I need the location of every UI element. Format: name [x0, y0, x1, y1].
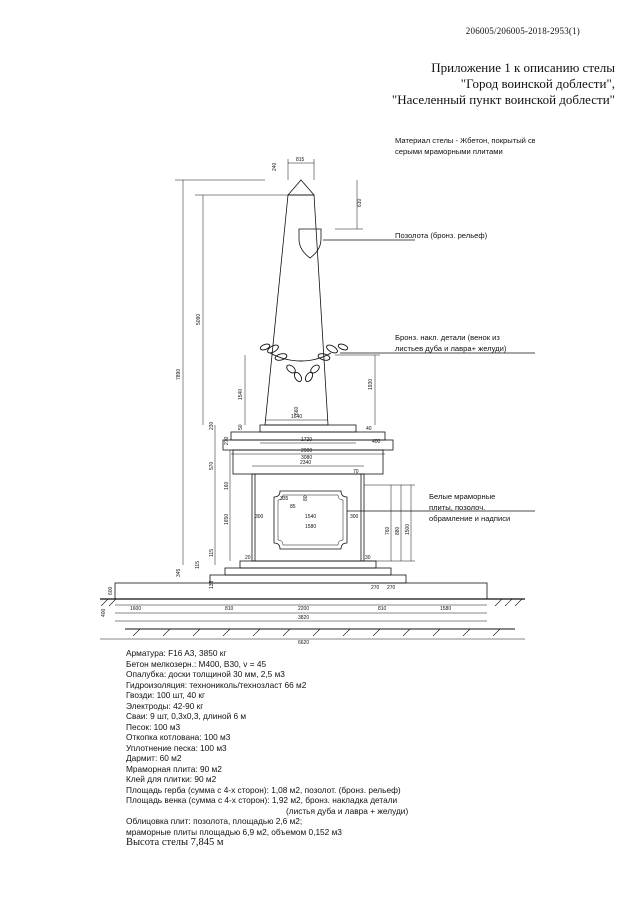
dim-shaft-base-width: 1640 — [291, 414, 302, 420]
dim-side-300-right: 300 — [350, 514, 359, 520]
dimension-lines — [100, 159, 525, 640]
dim-total-height: 7890 — [176, 369, 182, 380]
dim-plinth-2200: 2200 — [298, 606, 309, 612]
callout-gilding: Позолота (бронз. рельеф) — [395, 231, 488, 240]
spec-line: Опалубка: доски толщиной 30 мм, 2,5 м3 — [126, 669, 285, 679]
coat-of-arms-shield — [298, 228, 322, 259]
callout-marble-line-3: обрамление и надписи — [429, 514, 510, 523]
spec-line: Мраморная плита: 90 м2 — [126, 763, 222, 774]
spec-line: Гидроизоляция: технониколь/технозласт 66… — [126, 679, 307, 690]
appendix-header: Приложение 1 к описанию стелы "Город вои… — [315, 60, 615, 108]
marble-panel-frame — [273, 490, 348, 550]
dim-panel-1500: 1500 — [405, 524, 411, 535]
document-number: 206005/206005-2018-2953(1) — [465, 26, 580, 36]
dim-step-20: 20 — [245, 555, 251, 561]
dim-shaft-lower: 1540 — [238, 389, 244, 400]
dim-h-345: 345 — [176, 568, 182, 577]
spec-line: Откопка котлована: 100 м3 — [126, 732, 231, 742]
dim-cornice-top: 2900 — [301, 448, 312, 454]
spec-wreath-continuation: (листья дуба и лавра + желуди) — [286, 805, 409, 816]
spec-cladding-line-2: мраморные плиты площадью 6,9 м2, объемом… — [126, 826, 342, 837]
dim-small-40: 40 — [366, 426, 372, 432]
step-1 — [239, 560, 377, 569]
spec-line: Дармит: 60 м2 — [126, 753, 182, 763]
spec-line: Площадь герба (сумма с 4-х сторон): 1,08… — [126, 784, 401, 795]
dim-shaft-height: 5090 — [196, 314, 202, 325]
dim-panel-1540: 1540 — [305, 514, 316, 520]
dim-cornice-width-2: 3080 — [301, 455, 312, 461]
cornice-top — [259, 424, 357, 433]
foundation-plinth — [114, 582, 488, 600]
ground-hatch — [100, 598, 523, 637]
spec-line: Песок: 100 м3 — [126, 721, 181, 732]
spec-line: Площадь венка (сумма с 4-х сторон): 1,92… — [126, 795, 398, 805]
dim-h-230: 230 — [209, 421, 215, 430]
dim-panel-80: 80 — [303, 495, 309, 501]
callout-bronze-line-1: Бронз. накл. детали (венок из — [395, 333, 500, 342]
dim-h-1650: 1650 — [224, 514, 230, 525]
dim-pedestal-width: 2340 — [300, 460, 311, 466]
dim-panel-880: 880 — [395, 526, 401, 535]
dim-foundation-3820: 3820 — [298, 615, 309, 621]
dim-h-135: 135 — [209, 580, 215, 589]
appendix-line-2: "Город воинской доблести", — [460, 76, 615, 91]
spec-line: Электроды: 42-90 кг — [126, 700, 204, 711]
specifications-list: Арматура: F16 A3, 3850 кг Бетон мелкозер… — [126, 648, 408, 849]
dim-h-115b: 115 — [195, 561, 201, 569]
material-note-line-2: серыми мраморными плитами — [395, 147, 503, 156]
callout-marble-line-2: плиты, позолоч. — [429, 503, 485, 512]
dim-h-600: 600 — [108, 586, 114, 595]
dim-top-width: 815 — [296, 157, 305, 163]
dim-step-270b: 270 — [387, 585, 396, 591]
spec-line: Арматура: F16 A3, 3850 кг — [126, 648, 227, 658]
step-2 — [224, 567, 392, 576]
appendix-line-1: Приложение 1 к описанию стелы — [431, 60, 615, 75]
dim-wreath-height: 1930 — [368, 379, 374, 390]
stele-height: Высота стелы 7,845 м — [126, 837, 224, 848]
callout-bronze-line-2: листьев дуба и лавра+ желуди) — [395, 344, 507, 353]
dim-small-400: 400 — [372, 439, 381, 445]
dim-shaft-detail: 660 — [294, 406, 300, 415]
spec-line: Гвозди: 100 шт, 40 кг — [126, 690, 206, 700]
dim-small-50: 50 — [238, 424, 244, 430]
spec-line: Сваи: 9 шт, 0,3x0,3, длиной 6 м — [126, 711, 247, 721]
dim-h-270: 270 — [224, 436, 230, 445]
dim-h-160: 160 — [224, 481, 230, 490]
dim-ground-1580: 1580 — [440, 606, 451, 612]
stele-drawing: Материал стелы - Жбетон, покрытый светло… — [100, 136, 535, 645]
spec-cladding-line-1: Облицовка плит: позолота, площадью 2,6 м… — [126, 816, 303, 826]
material-note-line-1: Материал стелы - Жбетон, покрытый светло… — [395, 136, 535, 145]
spec-line: Клей для плитки: 90 м2 — [126, 774, 217, 784]
dim-ground-1600: 1600 — [130, 606, 141, 612]
dim-side-300-left: 300 — [255, 514, 264, 520]
wreath-icon — [259, 343, 349, 383]
dim-h-400: 400 — [101, 608, 107, 617]
obelisk-shaft — [264, 194, 329, 426]
dim-tip-height: 240 — [272, 162, 278, 171]
obelisk-tip — [287, 179, 315, 196]
dim-cornice-width: 1720 — [301, 437, 312, 443]
dim-step-270a: 270 — [371, 585, 380, 591]
dim-h-570: 570 — [209, 461, 215, 470]
dim-panel-85: 85 — [290, 504, 296, 510]
callout-leaders — [323, 239, 535, 512]
dim-foundation-6620: 6620 — [298, 640, 309, 645]
dim-step-30: 30 — [365, 555, 371, 561]
dim-panel-1580: 1580 — [305, 524, 316, 530]
dim-offset-810-right: 810 — [378, 606, 387, 612]
dim-offset-810-left: 810 — [225, 606, 234, 612]
dim-panel-335: 335 — [280, 496, 289, 502]
spec-line: Уплотнение песка: 100 м3 — [126, 742, 227, 753]
dim-panel-760: 760 — [385, 526, 391, 535]
dim-cornice-step: 70 — [353, 469, 359, 475]
callout-marble-line-1: Белые мраморные — [429, 492, 495, 501]
dim-h-115: 115 — [209, 549, 215, 557]
dim-shield-offset: 610 — [357, 198, 363, 207]
appendix-line-3: "Населенный пункт воинской доблести" — [391, 92, 615, 107]
step-3 — [209, 574, 407, 584]
spec-line: Бетон мелкозерн.: М400, В30, v = 45 — [126, 658, 267, 669]
